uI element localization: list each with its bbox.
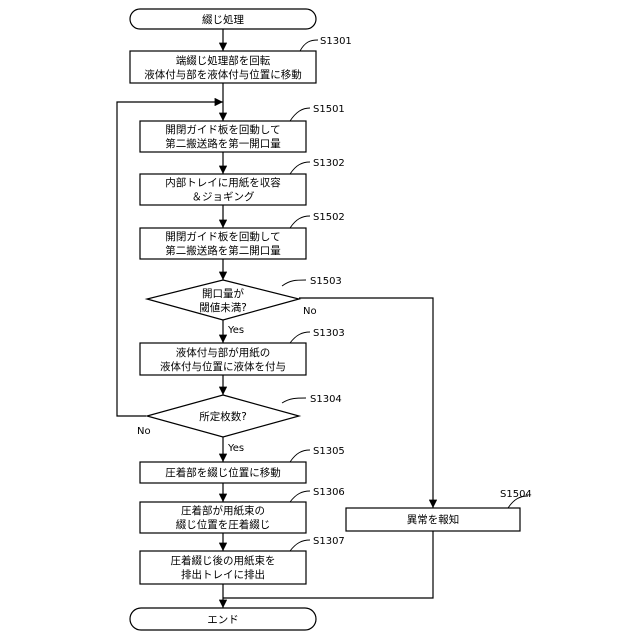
svg-text:排出トレイに排出: 排出トレイに排出 [181, 568, 265, 581]
svg-text:圧着部が用紙束の: 圧着部が用紙束の [181, 504, 265, 517]
leader-s1302 [290, 162, 310, 174]
leader-s1501 [290, 108, 310, 121]
label-s1502: S1502 [313, 212, 345, 223]
step-s1502: 開閉ガイド板を回動して 第二搬送路を第二開口量 S1502 [140, 212, 345, 259]
leader-s1502 [290, 216, 310, 228]
svg-text:圧着綴じ後の用紙束を: 圧着綴じ後の用紙束を [171, 554, 276, 567]
step-s1504: 異常を報知 S1504 [346, 489, 532, 531]
end-terminator: エンド [130, 608, 316, 630]
svg-text:閾値未満?: 閾値未満? [199, 301, 247, 314]
svg-text:圧着部を綴じ位置に移動: 圧着部を綴じ位置に移動 [165, 466, 281, 479]
svg-text:液体付与位置に液体を付与: 液体付与位置に液体を付与 [160, 360, 286, 373]
svg-text:綴じ処理: 綴じ処理 [202, 13, 244, 26]
yes-label-s1503: Yes [227, 325, 244, 336]
svg-text:第二搬送路を第一開口量: 第二搬送路を第一開口量 [165, 137, 281, 150]
label-s1301: S1301 [320, 36, 352, 47]
svg-text:綴じ位置を圧着綴じ: 綴じ位置を圧着綴じ [176, 518, 271, 531]
yes-label-s1304: Yes [227, 443, 244, 454]
step-s1306: 圧着部が用紙束の 綴じ位置を圧着綴じ S1306 [140, 487, 345, 533]
svg-text:端綴じ処理部を回転: 端綴じ処理部を回転 [176, 54, 271, 67]
svg-text:開閉ガイド板を回動して: 開閉ガイド板を回動して [165, 230, 280, 243]
svg-text:所定枚数?: 所定枚数? [199, 410, 247, 423]
leader-s1303 [290, 332, 310, 343]
no-label-s1503: No [303, 306, 317, 317]
svg-text:液体付与部が用紙の: 液体付与部が用紙の [176, 346, 271, 359]
label-s1304: S1304 [310, 394, 342, 405]
label-s1306: S1306 [313, 487, 345, 498]
leader-s1307 [290, 540, 310, 551]
svg-text:＆ジョギング: ＆ジョギング [192, 190, 255, 203]
no-label-s1304: No [137, 426, 151, 437]
label-s1503: S1503 [310, 276, 342, 287]
label-s1307: S1307 [313, 536, 345, 547]
label-s1504: S1504 [500, 489, 532, 500]
leader-s1305 [290, 450, 310, 462]
leader-s1306 [290, 491, 310, 502]
leader-s1304 [282, 398, 306, 403]
label-s1305: S1305 [313, 446, 345, 457]
svg-text:開口量が: 開口量が [202, 287, 244, 300]
start-terminator: 綴じ処理 [130, 9, 316, 29]
label-s1501: S1501 [313, 104, 345, 115]
label-s1302: S1302 [313, 158, 345, 169]
leader-s1503 [282, 280, 306, 286]
svg-text:エンド: エンド [207, 614, 239, 626]
step-s1301: 端綴じ処理部を回転 液体付与部を液体付与位置に移動 S1301 [130, 36, 352, 83]
svg-text:第二搬送路を第二開口量: 第二搬送路を第二開口量 [165, 244, 281, 257]
svg-text:内部トレイに用紙を収容: 内部トレイに用紙を収容 [165, 176, 281, 189]
svg-text:開閉ガイド板を回動して: 開閉ガイド板を回動して [165, 123, 280, 136]
decision-s1503: 開口量が 閾値未満? S1503 Yes No [147, 276, 342, 336]
decision-s1304: 所定枚数? S1304 Yes No [137, 394, 342, 454]
svg-text:液体付与部を液体付与位置に移動: 液体付与部を液体付与位置に移動 [144, 68, 302, 81]
label-s1303: S1303 [313, 328, 345, 339]
step-s1307: 圧着綴じ後の用紙束を 排出トレイに排出 S1307 [140, 536, 345, 584]
svg-text:異常を報知: 異常を報知 [407, 513, 460, 526]
leader-s1301 [300, 40, 318, 51]
step-s1501: 開閉ガイド板を回動して 第二搬送路を第一開口量 S1501 [140, 104, 345, 152]
step-s1302: 内部トレイに用紙を収容 ＆ジョギング S1302 [140, 158, 345, 205]
